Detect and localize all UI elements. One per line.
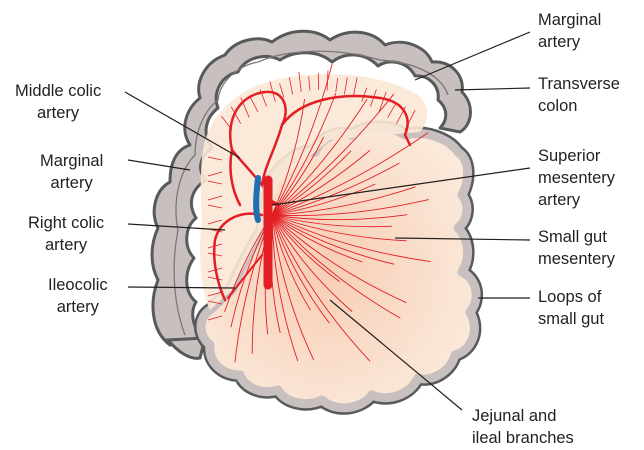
label-small-gut-mesentery: Small gut mesentery xyxy=(538,226,615,270)
label-superior-mesentery-artery: Superior mesentery artery xyxy=(538,145,615,211)
label-jejunal-ileal-branches: Jejunal and ileal branches xyxy=(472,405,574,449)
label-middle-colic-artery: Middle colic artery xyxy=(15,80,101,124)
superior-mesenteric-vein xyxy=(256,178,258,220)
label-loops-of-small-gut: Loops of small gut xyxy=(538,286,604,330)
leader-transverse-colon xyxy=(455,88,530,90)
label-ileocolic-artery: Ileocolic artery xyxy=(48,274,108,318)
label-marginal-artery-left: Marginal artery xyxy=(40,150,103,194)
label-transverse-colon: Transverse colon xyxy=(538,73,620,117)
label-marginal-artery-top: Marginal artery xyxy=(538,9,601,53)
leader-marginal-artery-top xyxy=(415,32,530,80)
label-right-colic-artery: Right colic artery xyxy=(28,212,104,256)
